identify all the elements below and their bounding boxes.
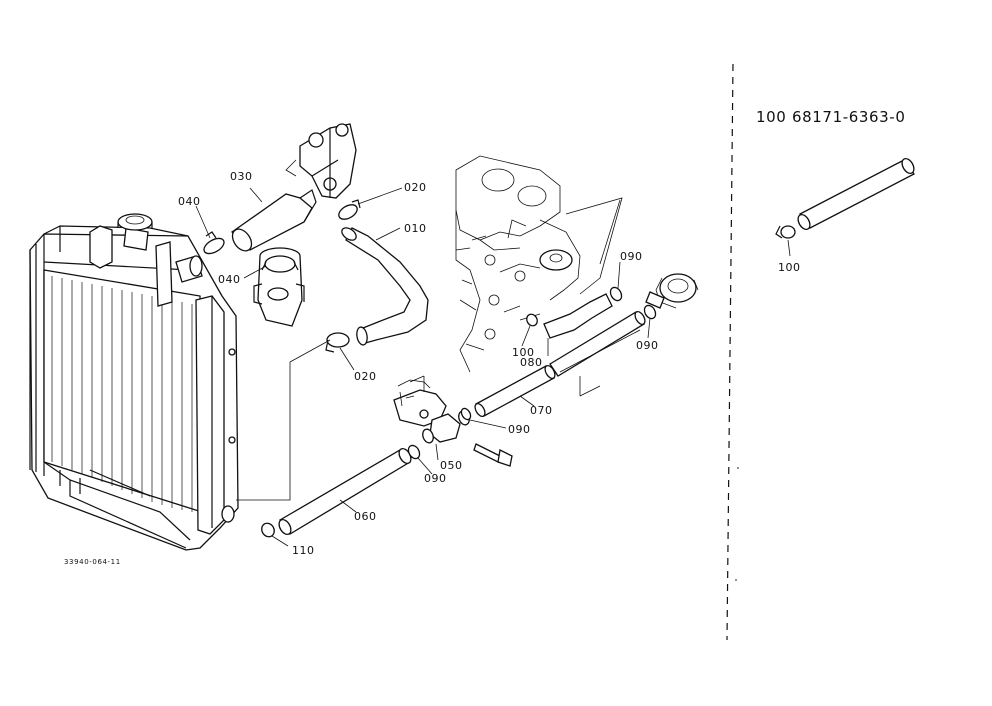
callout-080: 080: [520, 356, 543, 369]
engine-block: [455, 155, 623, 373]
callout-100-engine: 100: [512, 346, 535, 359]
cooler-hose: [549, 310, 646, 377]
callout-070: 070: [530, 404, 553, 417]
callout-040-top: 040: [178, 195, 201, 208]
water-flange: [285, 123, 357, 199]
bypass-hose-010: [341, 227, 429, 346]
inset-caption-part-number: 68171-6363-0: [792, 108, 905, 126]
callout-050: 050: [440, 459, 463, 472]
hose-clamps: [203, 199, 657, 538]
callout-100-inset: 100: [778, 261, 801, 274]
bolt: [473, 443, 513, 467]
scan-specks: [735, 467, 739, 581]
connector-050: [393, 379, 470, 444]
inset-caption-ref: 100: [756, 108, 786, 126]
callout-060: 060: [354, 510, 377, 523]
leader-lines: [195, 187, 651, 547]
callout-020-top: 020: [404, 181, 427, 194]
callout-030: 030: [230, 170, 253, 183]
callout-040-lower: 040: [218, 273, 241, 286]
lower-hose-060: [278, 447, 412, 536]
callout-010: 010: [404, 222, 427, 235]
callout-090-lower: 090: [424, 472, 447, 485]
upper-hose-030: [230, 189, 317, 252]
drawing-code: 33940-064-11: [64, 558, 121, 566]
inset-hose: [775, 157, 915, 257]
oil-cooler: [645, 273, 699, 309]
callout-020-lower: 020: [354, 370, 377, 383]
callout-labels: 010 020 020 030 040 040 050 060 070 080 …: [178, 170, 801, 557]
hose-080: [543, 293, 613, 339]
inset-divider: [726, 63, 734, 641]
callout-090-top: 090: [620, 250, 643, 263]
callout-110: 110: [292, 544, 315, 557]
radiator: [29, 213, 239, 551]
inset-caption: 100 68171-6363-0: [756, 108, 905, 126]
callout-090-center: 090: [508, 423, 531, 436]
callout-090-right: 090: [636, 339, 659, 352]
